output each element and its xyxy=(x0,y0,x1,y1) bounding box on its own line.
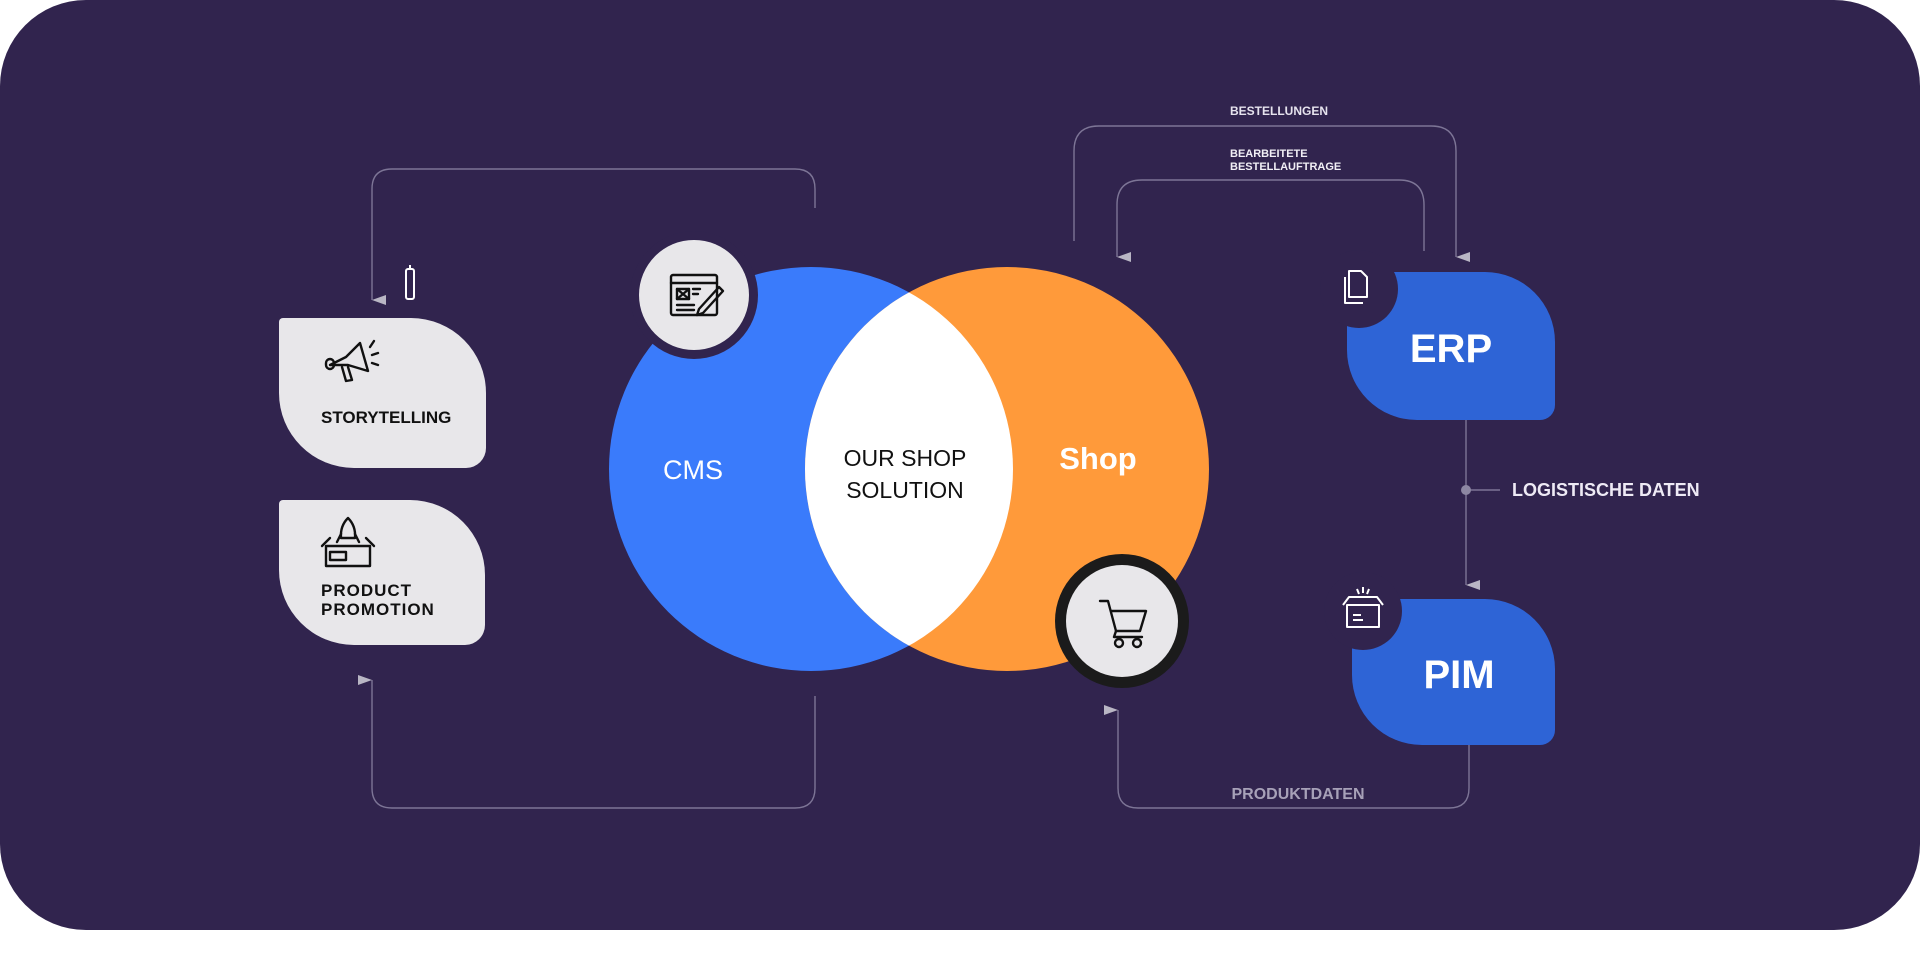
logistics-dot xyxy=(1461,485,1471,495)
open-box-icon xyxy=(1342,587,1384,628)
solution-label-2: SOLUTION xyxy=(846,477,964,503)
cms-icon-badge[interactable] xyxy=(630,231,758,359)
pim-label: PIM xyxy=(1423,653,1494,697)
orders-label: BESTELLUNGEN xyxy=(1230,104,1328,118)
cms-to-promotion-line xyxy=(358,675,816,809)
shopping-cart-icon xyxy=(1098,599,1148,649)
orders-line xyxy=(1073,125,1470,262)
logistics-label: LOGISTISCHE DATEN xyxy=(1512,480,1700,500)
pim-card[interactable]: PIM xyxy=(1324,572,1555,745)
cart-icon-badge[interactable] xyxy=(1055,554,1189,688)
megaphone-icon xyxy=(324,339,380,383)
storytelling-card[interactable]: STORYTELLING xyxy=(279,318,486,468)
erp-card[interactable]: ERP xyxy=(1320,250,1555,420)
pen-icon xyxy=(405,265,415,300)
documents-icon xyxy=(1344,270,1368,304)
processed-orders-label-2: BESTELLAUFTRAGE xyxy=(1230,161,1341,173)
cms-label: CMS xyxy=(663,455,723,485)
shop-label: Shop xyxy=(1059,441,1137,476)
product-promotion-label-2: PROMOTION xyxy=(321,600,435,619)
erp-label: ERP xyxy=(1410,327,1492,371)
product-promotion-label-1: PRODUCT xyxy=(321,581,412,600)
product-data-label: PRODUKTDATEN xyxy=(1231,786,1364,803)
cms-to-storytelling-line xyxy=(371,168,816,305)
product-data-line xyxy=(1104,705,1470,809)
product-promotion-card[interactable]: PRODUCT PROMOTION xyxy=(279,500,485,645)
storytelling-label: STORYTELLING xyxy=(321,408,451,427)
web-editor-icon xyxy=(669,273,725,317)
processed-orders-label-1: BEARBEITETE xyxy=(1230,148,1308,160)
rocket-box-icon xyxy=(320,516,376,568)
processed-orders-line xyxy=(1116,179,1425,262)
solution-intersection[interactable] xyxy=(805,267,1209,671)
solution-label-1: OUR SHOP xyxy=(844,445,967,471)
